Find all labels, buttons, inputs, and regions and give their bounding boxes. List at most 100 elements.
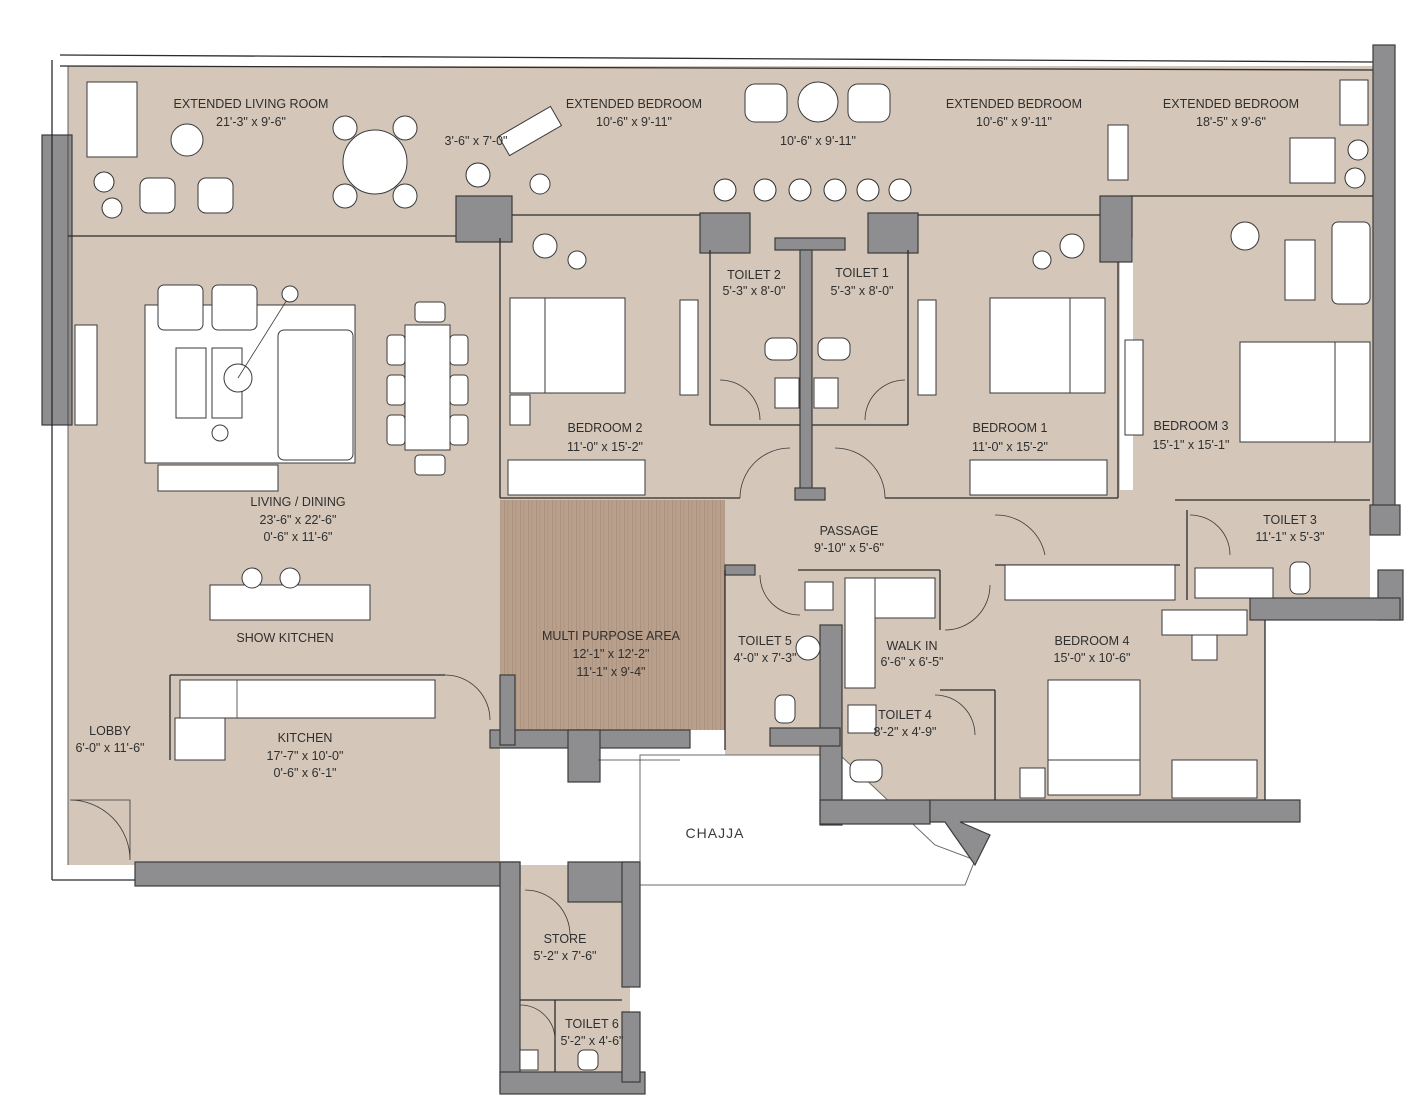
toilet5-top-wall [724, 564, 756, 576]
tv-unit [679, 299, 699, 396]
right-wall-step [1369, 504, 1401, 536]
chair [532, 233, 558, 259]
kitchen-counter-corner [174, 717, 226, 761]
plant [1347, 139, 1369, 161]
basin [804, 581, 834, 611]
toilet4-size: 8'-2" x 4'-9" [874, 725, 937, 739]
sofa-bottom [157, 464, 279, 492]
tv-unit [1124, 339, 1144, 436]
shower [795, 635, 821, 661]
toilet5-bottom-wall [769, 727, 841, 747]
kitchen-size: 17'-7" x 10'-0" [267, 749, 344, 763]
chair [1059, 233, 1085, 259]
balcony-center-size: 10'-6" x 9'-11" [780, 134, 856, 148]
plant [465, 162, 491, 188]
wc [817, 337, 851, 361]
lounge-chair [847, 83, 891, 123]
bedroom1-name: BEDROOM 1 [972, 421, 1047, 435]
wc [764, 337, 798, 361]
store-name: STORE [544, 932, 587, 946]
walkin-shelf-side [844, 577, 876, 689]
toilet2-door [719, 379, 761, 421]
plant [788, 178, 812, 202]
toilet-partition [799, 249, 813, 499]
plant [823, 178, 847, 202]
chair [392, 115, 418, 141]
side-table [567, 250, 587, 270]
kitchen-island [209, 584, 371, 621]
sofa [1331, 221, 1371, 305]
dining-chair [449, 334, 469, 366]
ext-bed3-size: 18'-5" x 9'-6" [1196, 115, 1266, 129]
dining-table [404, 324, 451, 451]
walkin-name: WALK IN [887, 639, 938, 653]
toilet1-door [864, 379, 906, 421]
lamp-arm [237, 294, 291, 379]
bedroom1-size: 11'-0" x 15'-2" [972, 440, 1048, 454]
sofa [277, 329, 354, 461]
wc [774, 694, 796, 724]
wc [849, 759, 883, 783]
bed-pillows [1047, 759, 1141, 796]
toilet5-size: 4'-0" x 7'-3" [734, 651, 797, 665]
store-left-wall [499, 861, 521, 1093]
lobby-size: 6'-0" x 11'-6" [75, 741, 144, 755]
wc [577, 1049, 599, 1071]
doors [69, 379, 1231, 1041]
furniture [74, 79, 1371, 1071]
toilet2-name: TOILET 2 [727, 268, 781, 282]
store-bottom-wall [499, 1071, 646, 1095]
chair [332, 183, 358, 209]
desk-chair [1191, 634, 1218, 661]
dining-chair [414, 454, 446, 476]
bedroom2-door [739, 447, 791, 499]
multi-left-wall [499, 674, 516, 746]
side-table [170, 123, 204, 157]
plant [713, 178, 737, 202]
bedroom4-size: 15'-0" x 10'-6" [1054, 651, 1131, 665]
ext-bed2-name: EXTENDED BEDROOM [566, 97, 702, 111]
lounge-chair-2 [197, 177, 234, 214]
coffee-table [175, 347, 207, 419]
multi-size2: 11'-1" x 9'-4" [576, 665, 645, 679]
store-size: 5'-2" x 7'-6" [534, 949, 597, 963]
toilet1-name: TOILET 1 [835, 266, 889, 280]
wardrobe [969, 459, 1108, 496]
walls [41, 44, 1404, 1095]
side-table [1032, 250, 1052, 270]
sun-lounger [497, 105, 563, 157]
toilet6-size: 5'-2" x 4'-6" [561, 1034, 624, 1048]
toilet1-size: 5'-3" x 8'-0" [831, 284, 894, 298]
basin [519, 1049, 539, 1071]
ext-bed1-size: 10'-6" x 9'-11" [976, 115, 1052, 129]
toilet2-size: 5'-3" x 8'-0" [723, 284, 786, 298]
side-table [529, 173, 551, 195]
lounge-chair-1 [139, 177, 176, 214]
passage-name: PASSAGE [820, 524, 879, 538]
round-table [797, 81, 839, 123]
dining-chair [414, 301, 446, 323]
multi-size: 12'-1" x 12'-2" [573, 647, 650, 661]
toilet-top-wall [774, 237, 846, 251]
dining-chair [449, 414, 469, 446]
lobby-name: LOBBY [89, 724, 131, 738]
bedroom3-size: 15'-1" x 15'-1" [1153, 438, 1230, 452]
basin [774, 377, 800, 409]
chair [1230, 221, 1260, 251]
plant [93, 171, 115, 193]
plant [1344, 167, 1366, 189]
toilet3-size: 11'-1" x 5'-3" [1255, 530, 1324, 544]
toilet3-bottom-wall [1249, 597, 1401, 621]
plant [101, 197, 123, 219]
side-unit [1339, 79, 1369, 126]
bar-stool [279, 567, 301, 589]
dining-chair [386, 334, 406, 366]
column-1 [455, 195, 513, 243]
kitchen-size2: 0'-6" x 6'-1" [274, 766, 337, 780]
nightstand [1019, 767, 1046, 799]
bedroom3-name: BEDROOM 3 [1153, 419, 1228, 433]
walkin-size: 6'-6" x 6'-5" [881, 655, 944, 669]
toilet-partition-base [794, 487, 826, 501]
bedroom4-door [934, 694, 976, 736]
armchair [157, 284, 204, 331]
